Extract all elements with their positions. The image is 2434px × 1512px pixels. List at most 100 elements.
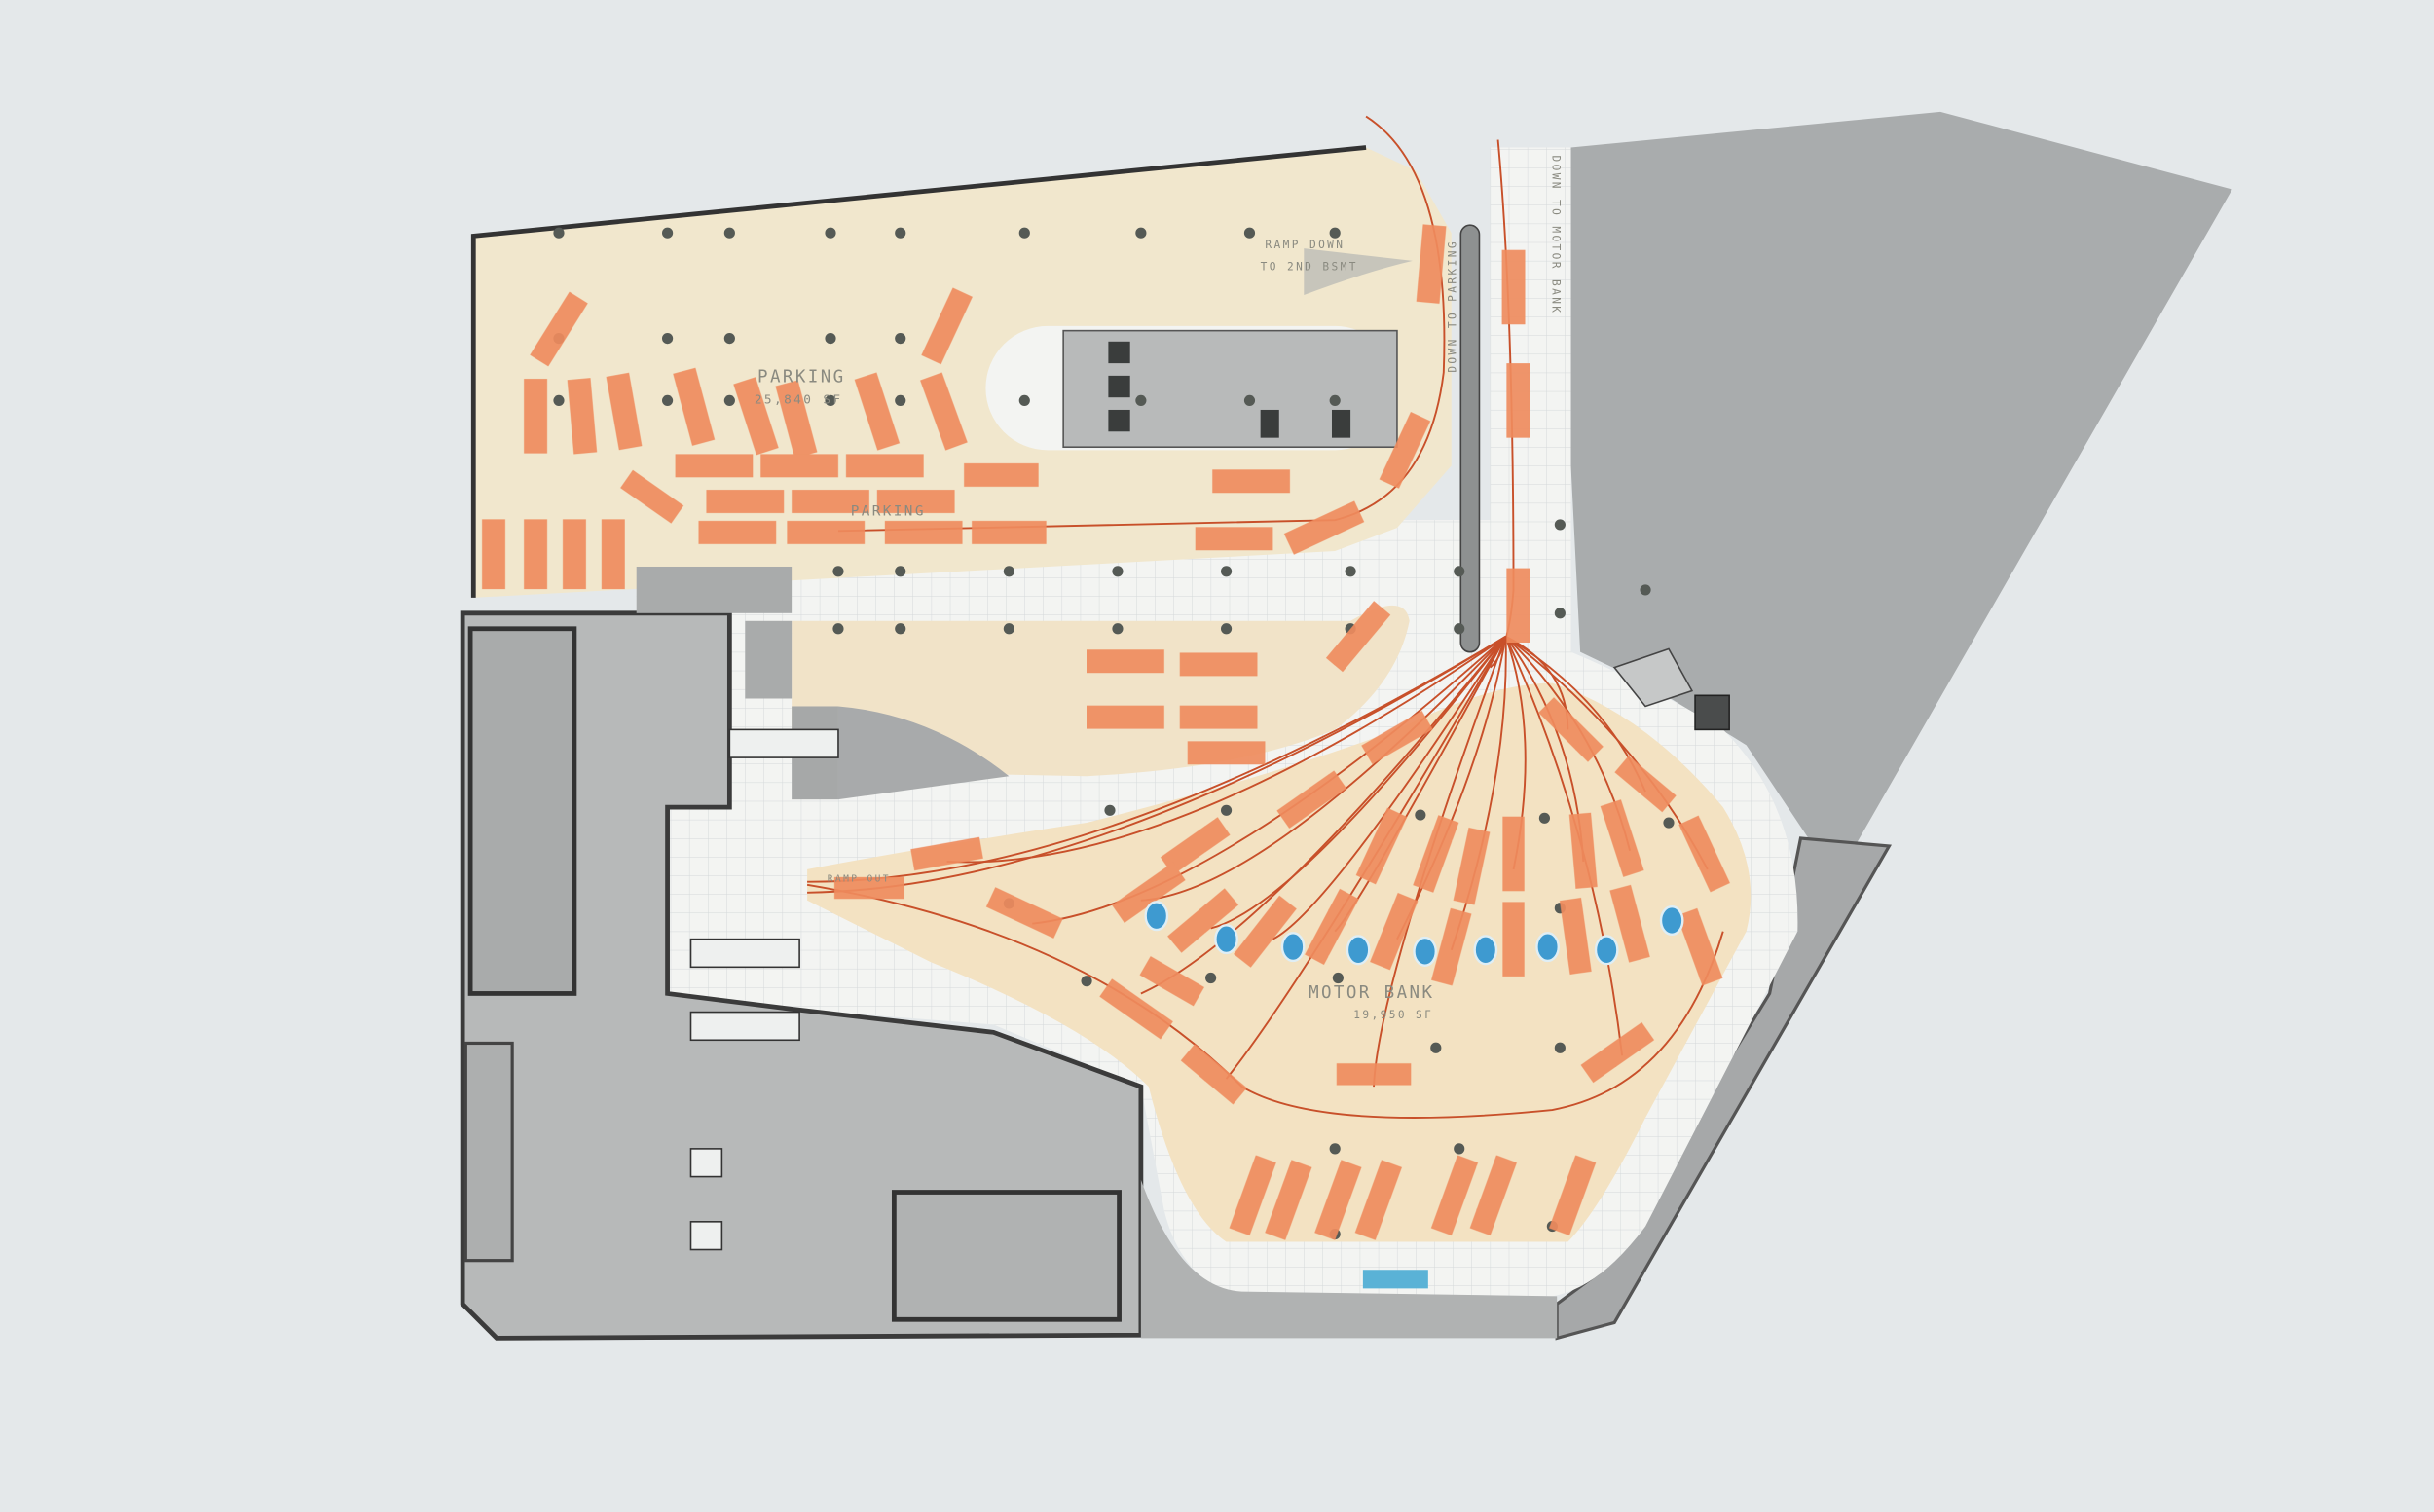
parking-stall — [733, 377, 779, 456]
route-curve — [1032, 636, 1507, 925]
column — [832, 623, 844, 635]
column — [1554, 519, 1566, 531]
parking-stall — [1276, 770, 1347, 829]
column — [1454, 566, 1465, 577]
parking-stall — [792, 490, 869, 513]
parking-stall — [854, 372, 901, 451]
column — [1554, 608, 1566, 619]
column — [1345, 566, 1356, 577]
column — [1135, 394, 1147, 406]
route-curve — [1140, 636, 1507, 902]
south-building-strip — [1140, 1179, 1558, 1339]
column — [895, 623, 906, 635]
parking-stall — [787, 520, 866, 544]
column — [662, 394, 674, 406]
parking-stall — [706, 490, 785, 513]
parking-stall — [845, 454, 924, 478]
site-boundary-line — [470, 145, 1367, 598]
ramp-label-2: TO 2ND BSMT — [1261, 260, 1358, 273]
column — [1332, 972, 1344, 984]
parking-stall — [1355, 807, 1408, 885]
route-curve — [946, 635, 1507, 864]
parking-stall — [1501, 249, 1526, 325]
column — [1220, 623, 1233, 635]
car-marker — [1473, 935, 1498, 966]
parking-stall — [1212, 469, 1290, 494]
column — [1135, 227, 1147, 239]
parking-stalls — [482, 224, 1730, 1240]
building-wedge — [837, 706, 1010, 800]
parking-stall — [698, 520, 777, 544]
middle-parking-area — [792, 605, 1410, 777]
route-curve — [1450, 636, 1507, 951]
car-marker — [1413, 936, 1438, 967]
parking-stall — [1580, 1021, 1655, 1084]
parking-stall — [1180, 1044, 1247, 1105]
parking-stall — [606, 372, 643, 451]
parking-stall — [1087, 649, 1164, 674]
parking-stall — [972, 520, 1047, 544]
adjacent-lot — [1570, 111, 2232, 846]
column — [1329, 227, 1341, 239]
parking-stall — [562, 519, 586, 590]
column — [895, 227, 906, 239]
parking-stall — [1314, 1160, 1362, 1240]
column — [1454, 1143, 1465, 1155]
column — [1329, 1143, 1341, 1155]
parking-stall — [1195, 527, 1273, 551]
column — [825, 394, 836, 406]
column — [825, 333, 836, 345]
parking-stall — [530, 291, 588, 367]
parking-stall — [1265, 1160, 1312, 1240]
parking-stall — [760, 454, 838, 478]
parking-stall — [1469, 1155, 1517, 1235]
column — [1454, 623, 1465, 635]
down-to-parking-label: DOWN TO PARKING — [1447, 240, 1459, 373]
column — [1415, 809, 1426, 821]
parking-stall — [1609, 884, 1650, 963]
parking-stall — [1179, 705, 1258, 729]
parking-stall — [1361, 710, 1433, 764]
ramp-divider — [1459, 224, 1481, 653]
route-to-parking — [837, 115, 1446, 533]
ramp-out-label: RAMP OUT — [828, 874, 891, 885]
route-curve — [1272, 636, 1507, 940]
column — [723, 227, 735, 239]
column — [1220, 804, 1233, 816]
column — [553, 394, 565, 406]
column — [662, 227, 674, 239]
parking-stall — [673, 367, 716, 446]
motor-bank-label: MOTOR BANK — [1309, 983, 1434, 1003]
route-curve — [1396, 636, 1507, 940]
building-windows — [689, 728, 839, 1251]
parking-stall — [1229, 1155, 1276, 1235]
column — [723, 394, 735, 406]
parking-stall — [1139, 956, 1204, 1007]
parking-stall — [1559, 898, 1592, 975]
column — [1003, 623, 1014, 635]
parking-stall — [1413, 815, 1459, 893]
parking-stall — [876, 490, 955, 513]
car-marker — [1214, 924, 1238, 955]
parking-stall — [985, 887, 1063, 939]
parking-stall — [964, 462, 1039, 487]
column — [1538, 812, 1550, 824]
parking-stall — [1234, 895, 1297, 968]
column — [1104, 804, 1116, 816]
parking-stall — [524, 379, 548, 454]
parking-area-label: 25,840 SF — [755, 393, 843, 408]
column — [1205, 972, 1217, 984]
column — [895, 333, 906, 345]
parking-stall — [1167, 888, 1239, 953]
column — [553, 227, 565, 239]
parking-stall — [1179, 652, 1258, 677]
parking-stall — [620, 469, 684, 524]
parking-stall — [1431, 907, 1472, 986]
column — [662, 333, 674, 345]
car-marker — [1144, 901, 1169, 932]
parking-stall — [1283, 500, 1365, 555]
building-annex — [745, 620, 793, 699]
parking-stall — [524, 519, 548, 590]
parking-stall — [1099, 978, 1173, 1040]
